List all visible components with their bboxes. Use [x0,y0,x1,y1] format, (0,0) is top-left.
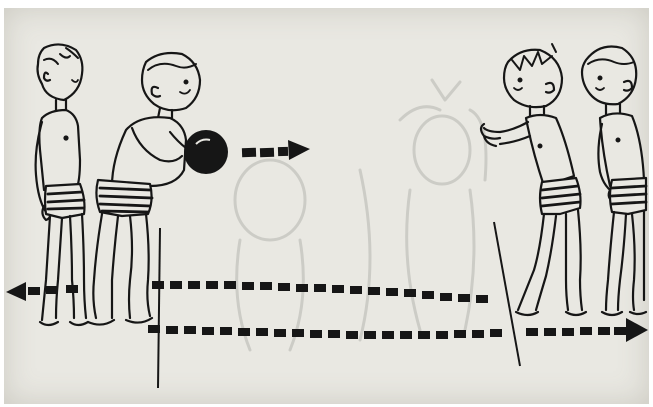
right-boundary-line [494,222,520,366]
right-waiting-child [582,47,646,316]
left-waiting-child [36,44,88,325]
forward-path-arrow [148,318,648,342]
return-path-arrow [6,281,488,303]
right-catcher-child [481,44,586,315]
left-boundary-line [158,228,160,388]
ball [184,130,228,174]
ball-throw-arrow [242,140,310,160]
left-thrower-child [88,53,200,325]
